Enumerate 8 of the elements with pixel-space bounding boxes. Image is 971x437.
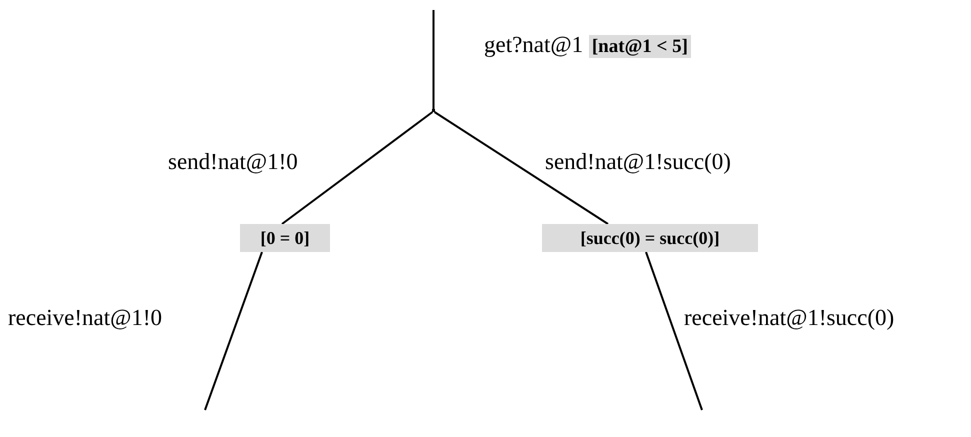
branch-point — [432, 109, 435, 112]
transition-line — [204, 252, 263, 410]
transition-line — [432, 10, 434, 109]
transition-line — [281, 111, 434, 225]
transition-line — [434, 111, 609, 225]
guard-box: [0 = 0] — [240, 224, 330, 252]
guard-box: [succ(0) = succ(0)] — [542, 224, 758, 252]
transition-line — [645, 252, 703, 410]
